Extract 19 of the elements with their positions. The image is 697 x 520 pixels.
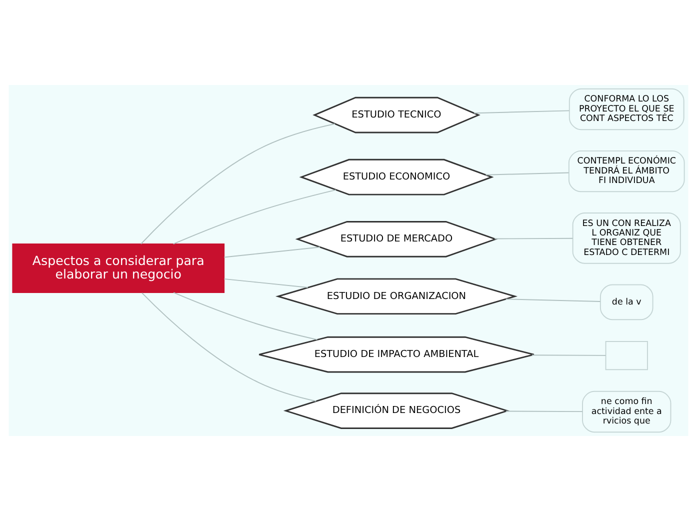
node-box: CONTEMPL ECONÓMIC TENDRÁ EL ÁMBITO FI INDIVIDUA (568, 150, 685, 192)
connector (224, 278, 308, 288)
node-box: Aspectos a considerar para elaborar un negocio (12, 243, 225, 292)
connector (172, 188, 336, 244)
connector (531, 354, 606, 356)
node-box: ES UN CON REALIZA L ORGANIZ QUE TIENE OBTENER ESTADO C DETERMI (572, 212, 681, 264)
connector (505, 410, 583, 412)
node-box: CONFORMA LO LOS PROYECTO EL QUE SE CONT ASPECTOS TÉC (568, 88, 684, 130)
node-box (605, 340, 648, 370)
node-box: ne como fin actividad ente a rvicios que (582, 390, 672, 432)
connector (494, 237, 574, 239)
node-box: de la v (600, 284, 654, 320)
connector (140, 122, 336, 244)
connector (474, 110, 570, 114)
connector (505, 298, 601, 302)
connector (142, 292, 317, 402)
connector (224, 246, 320, 258)
connector (485, 172, 570, 175)
connector (173, 292, 318, 340)
